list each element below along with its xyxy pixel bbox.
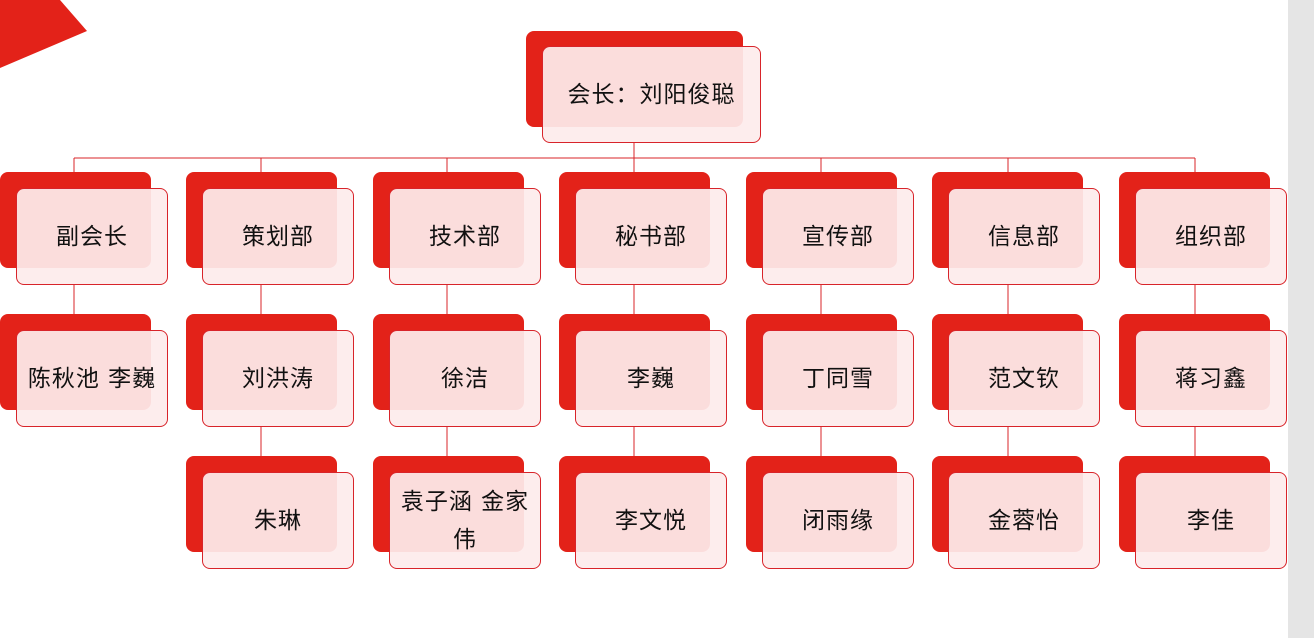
vertical-scrollbar[interactable] bbox=[1288, 0, 1314, 638]
member-node-label: 徐洁 bbox=[441, 365, 489, 392]
root-label: 会长：刘阳俊聪 bbox=[567, 81, 736, 108]
department-node-label: 秘书部 bbox=[615, 223, 687, 250]
member-node-label: 李巍 bbox=[627, 365, 675, 392]
member-node-label: 金蓉怡 bbox=[988, 507, 1060, 534]
member-node-label: 丁同雪 bbox=[802, 365, 874, 392]
corner-triangle-decoration bbox=[0, 0, 87, 68]
department-node-label: 副会长 bbox=[56, 223, 128, 250]
member-node-label: 李佳 bbox=[1187, 507, 1235, 534]
member-node-label: 闭雨缘 bbox=[802, 507, 874, 534]
member-node-label: 陈秋池 李巍 bbox=[27, 365, 157, 392]
department-node-label: 宣传部 bbox=[802, 223, 874, 250]
department-node-label: 策划部 bbox=[242, 223, 314, 250]
department-node-label: 组织部 bbox=[1175, 223, 1247, 250]
department-node-label: 信息部 bbox=[988, 223, 1060, 250]
member-node-label: 蒋习鑫 bbox=[1175, 365, 1247, 392]
member-node-label: 刘洪涛 bbox=[242, 365, 314, 392]
member-node-label: 李文悦 bbox=[615, 507, 687, 534]
member-node-label: 范文钦 bbox=[988, 365, 1060, 392]
department-node-label: 技术部 bbox=[429, 223, 501, 250]
member-node-label: 朱琳 bbox=[254, 507, 302, 534]
member-node-label: 袁子涵 金家伟 bbox=[400, 488, 530, 553]
